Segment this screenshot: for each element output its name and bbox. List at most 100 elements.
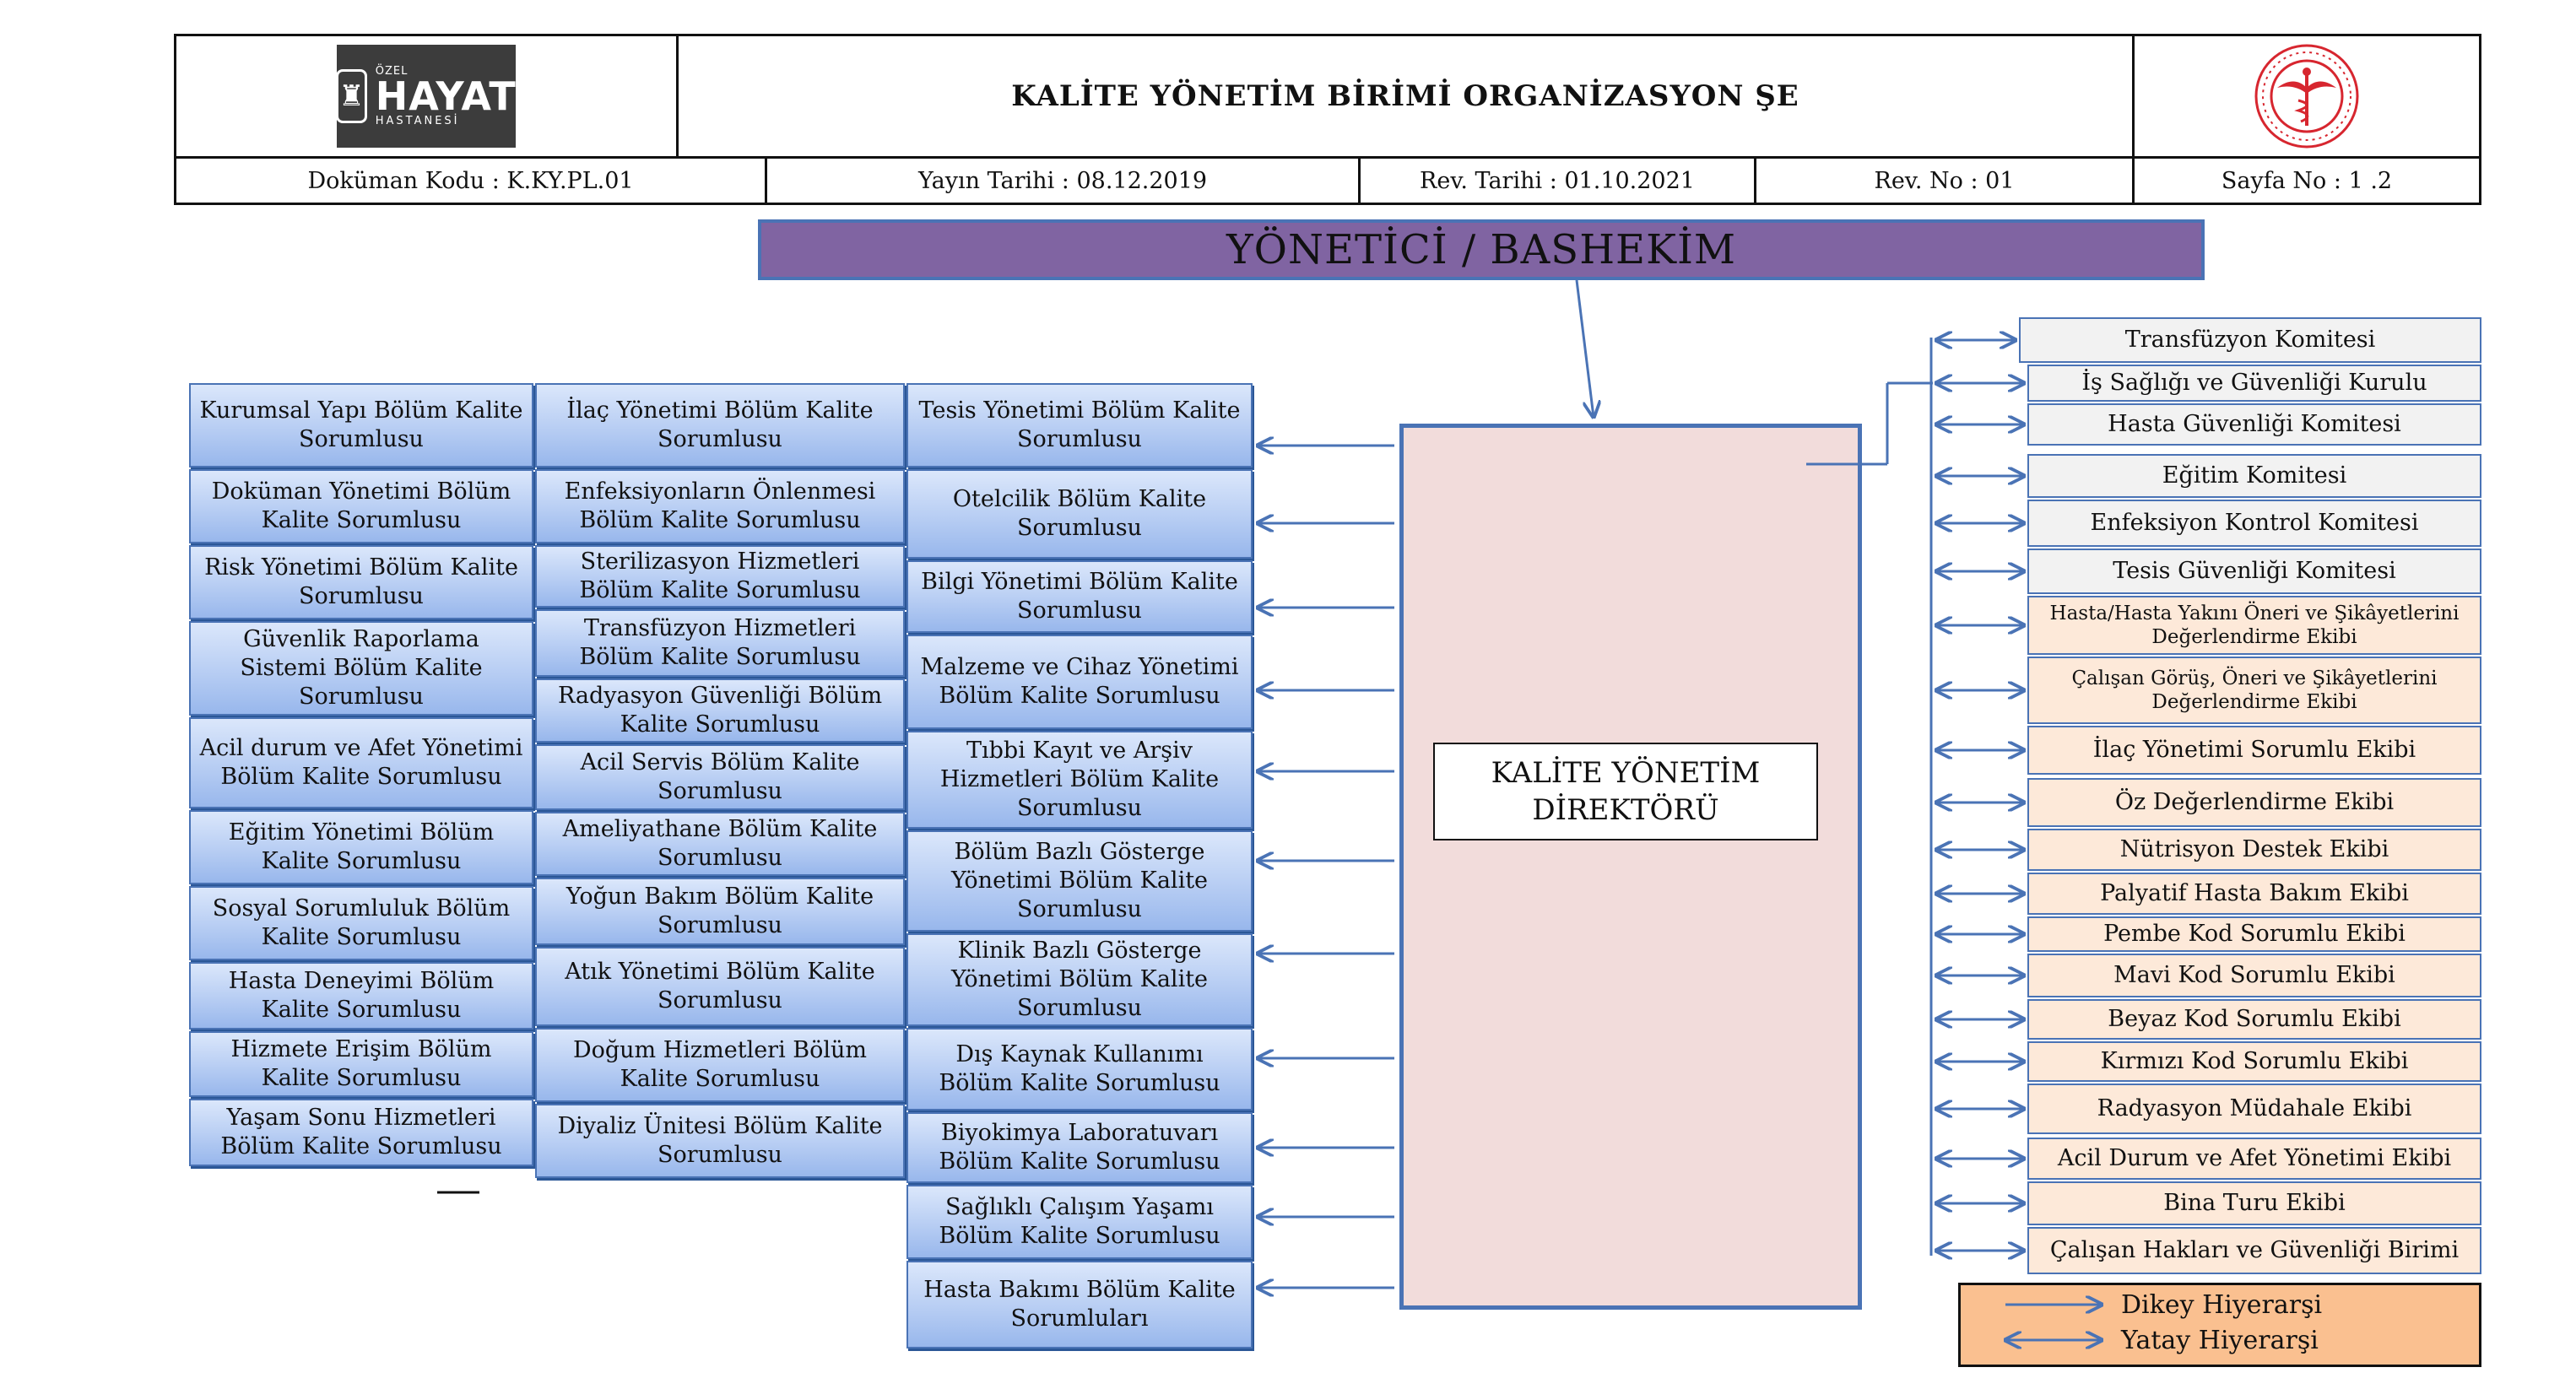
col1-box-label: Yaşam Sonu Hizmetleri Bölüm Kalite Sorum… xyxy=(220,1105,502,1159)
col1-box-label: Hasta Deneyimi Bölüm Kalite Sorumlusu xyxy=(228,968,495,1023)
col2-box-label: Enfeksiyonların Önlenmesi Bölüm Kalite S… xyxy=(564,478,876,533)
legend-vertical-label: Dikey Hiyerarşi xyxy=(2121,1290,2323,1320)
col1-box: Doküman Yönetimi Bölüm Kalite Sorumlusu xyxy=(189,469,533,543)
rev-no: Rev. No : 01 xyxy=(1874,167,2015,194)
committee-box-label: Acil Durum ve Afet Yönetimi Ekibi xyxy=(2057,1145,2452,1171)
committee-box: Enfeksiyon Kontrol Komitesi xyxy=(2027,500,2481,547)
col3-box: Klinik Bazlı Gösterge Yönetimi Bölüm Kal… xyxy=(906,933,1253,1026)
committee-box-label: Hasta/Hasta Yakını Öneri ve Şikâyetlerin… xyxy=(2049,603,2460,648)
doc-code: Doküman Kodu : K.KY.PL.01 xyxy=(307,167,634,194)
committee-box: Mavi Kod Sorumlu Ekibi xyxy=(2027,954,2481,997)
col1-box-label: Kurumsal Yapı Bölüm Kalite Sorumlusu xyxy=(199,397,523,452)
committee-box: Hasta Güvenliği Komitesi xyxy=(2027,403,2481,446)
col2-box-label: Doğum Hizmetleri Bölüm Kalite Sorumlusu xyxy=(572,1037,868,1092)
col3-box: Tıbbi Kayıt ve Arşiv Hizmetleri Bölüm Ka… xyxy=(906,731,1253,829)
col1-box: Hasta Deneyimi Bölüm Kalite Sorumlusu xyxy=(189,962,533,1030)
committee-box: Beyaz Kod Sorumlu Ekibi xyxy=(2027,999,2481,1040)
committee-box: Çalışan Görüş, Öneri ve Şikâyetlerini De… xyxy=(2027,657,2481,724)
col3-box-label: Bilgi Yönetimi Bölüm Kalite Sorumlusu xyxy=(921,569,1238,624)
title-cell: KALİTE YÖNETİM BİRİMİ ORGANİZASYON ŞE xyxy=(676,34,2135,159)
committee-box-label: Kırmızı Kod Sorumlu Ekibi xyxy=(2100,1048,2409,1074)
publish-date: Yayın Tarihi : 08.12.2019 xyxy=(917,167,1208,194)
committee-box-label: Tesis Güvenliği Komitesi xyxy=(2113,558,2396,584)
col2-box: Transfüzyon Hizmetleri Bölüm Kalite Soru… xyxy=(535,609,905,677)
col3-box-label: Biyokimya Laboratuvarı Bölüm Kalite Soru… xyxy=(939,1120,1220,1175)
committee-box-label: Pembe Kod Sorumlu Ekibi xyxy=(2103,921,2406,947)
col3-box-label: Tesis Yönetimi Bölüm Kalite Sorumlusu xyxy=(918,397,1241,452)
committee-box-label: Çalışan Hakları ve Güvenliği Birimi xyxy=(2049,1237,2460,1263)
logo-small-text: ÖZEL xyxy=(375,65,409,78)
ministry-emblem-icon xyxy=(2254,44,2359,149)
logo-emblem-icon: ♜ xyxy=(336,69,367,123)
committee-box-label: Nütrisyon Destek Ekibi xyxy=(2119,836,2389,862)
committee-box-label: Hasta Güvenliği Komitesi xyxy=(2108,411,2401,437)
col2-box: Acil Servis Bölüm Kalite Sorumlusu xyxy=(535,744,905,810)
col2-box: Enfeksiyonların Önlenmesi Bölüm Kalite S… xyxy=(535,469,905,543)
col1-box: Acil durum ve Afet Yönetimi Bölüm Kalite… xyxy=(189,717,533,808)
document-title: KALİTE YÖNETİM BİRİMİ ORGANİZASYON ŞE xyxy=(1011,79,1799,113)
col2-box: Yoğun Bakım Bölüm Kalite Sorumlusu xyxy=(535,878,905,945)
publish-date-cell: Yayın Tarihi : 08.12.2019 xyxy=(765,156,1361,205)
committee-box-label: Beyaz Kod Sorumlu Ekibi xyxy=(2108,1006,2401,1032)
committee-box-label: Transfüzyon Komitesi xyxy=(2124,327,2376,353)
col3-box: Otelcilik Bölüm Kalite Sorumlusu xyxy=(906,469,1253,559)
top-to-director-arrow xyxy=(1575,279,1594,417)
col2-box-label: Acil Servis Bölüm Kalite Sorumlusu xyxy=(580,749,860,804)
hospital-logo: ♜ ÖZEL HAYAT HASTANESİ xyxy=(336,45,516,148)
committee-box: Transfüzyon Komitesi xyxy=(2019,317,2481,363)
col1-box-label: Sosyal Sorumluluk Bölüm Kalite Sorumlusu xyxy=(212,895,511,950)
committee-box: Hasta/Hasta Yakını Öneri ve Şikâyetlerin… xyxy=(2027,596,2481,655)
col1-box: Risk Yönetimi Bölüm Kalite Sorumlusu xyxy=(189,545,533,619)
col3-box-label: Tıbbi Kayıt ve Arşiv Hizmetleri Bölüm Ka… xyxy=(939,738,1220,821)
top-node-label: YÖNETİCİ / BASHEKİM xyxy=(1226,226,1737,273)
committee-box: Nütrisyon Destek Ekibi xyxy=(2027,829,2481,871)
committee-box: Pembe Kod Sorumlu Ekibi xyxy=(2027,916,2481,952)
director-label: KALİTE YÖNETİM DİREKTÖRÜ xyxy=(1433,743,1818,840)
committee-box: Eğitim Komitesi xyxy=(2027,454,2481,498)
director-line-2: DİREKTÖRÜ xyxy=(1532,793,1719,827)
committee-box-label: İş Sağlığı ve Güvenliği Kurulu xyxy=(2081,370,2427,396)
col3-box-label: Bölüm Bazlı Gösterge Yönetimi Bölüm Kali… xyxy=(950,839,1209,922)
col2-box: Sterilizasyon Hizmetleri Bölüm Kalite So… xyxy=(535,545,905,608)
committee-box: Bina Turu Ekibi xyxy=(2027,1181,2481,1225)
col1-box-label: Eğitim Yönetimi Bölüm Kalite Sorumlusu xyxy=(228,819,495,874)
col3-box: Bilgi Yönetimi Bölüm Kalite Sorumlusu xyxy=(906,560,1253,633)
col3-box-label: Sağlıklı Çalışım Yaşamı Bölüm Kalite Sor… xyxy=(939,1194,1220,1249)
col1-box-label: Doküman Yönetimi Bölüm Kalite Sorumlusu xyxy=(211,478,511,533)
col3-box-label: Hasta Bakımı Bölüm Kalite Sorumluları xyxy=(923,1277,1236,1332)
col1-box: Eğitim Yönetimi Bölüm Kalite Sorumlusu xyxy=(189,810,533,884)
col3-box: Biyokimya Laboratuvarı Bölüm Kalite Soru… xyxy=(906,1112,1253,1183)
col2-box-label: Atık Yönetimi Bölüm Kalite Sorumlusu xyxy=(565,959,875,1013)
col3-box: Malzeme ve Cihaz Yönetimi Bölüm Kalite S… xyxy=(906,635,1253,729)
col1-box: Kurumsal Yapı Bölüm Kalite Sorumlusu xyxy=(189,383,533,468)
col2-box-label: Transfüzyon Hizmetleri Bölüm Kalite Soru… xyxy=(579,615,861,670)
director-line-1: KALİTE YÖNETİM xyxy=(1491,756,1761,790)
col2-box-label: Diyaliz Ünitesi Bölüm Kalite Sorumlusu xyxy=(557,1113,883,1168)
col3-box: Sağlıklı Çalışım Yaşamı Bölüm Kalite Sor… xyxy=(906,1185,1253,1259)
col1-box: Hizmete Erişim Bölüm Kalite Sorumlusu xyxy=(189,1031,533,1097)
committee-box: İlaç Yönetimi Sorumlu Ekibi xyxy=(2027,726,2481,775)
committee-box-label: Öz Değerlendirme Ekibi xyxy=(2114,789,2395,815)
committee-box: Çalışan Hakları ve Güvenliği Birimi xyxy=(2027,1227,2481,1274)
committee-box-label: Mavi Kod Sorumlu Ekibi xyxy=(2113,962,2395,988)
col2-box: Ameliyathane Bölüm Kalite Sorumlusu xyxy=(535,812,905,876)
col3-box-label: Malzeme ve Cihaz Yönetimi Bölüm Kalite S… xyxy=(920,654,1239,709)
rev-date-cell: Rev. Tarihi : 01.10.2021 xyxy=(1358,156,1756,205)
top-node-banner: YÖNETİCİ / BASHEKİM xyxy=(758,219,2205,280)
col2-box-label: Yoğun Bakım Bölüm Kalite Sorumlusu xyxy=(566,884,874,938)
rev-date: Rev. Tarihi : 01.10.2021 xyxy=(1420,167,1695,194)
col2-box: Atık Yönetimi Bölüm Kalite Sorumlusu xyxy=(535,947,905,1026)
col1-box-label: Risk Yönetimi Bölüm Kalite Sorumlusu xyxy=(204,554,518,609)
committee-box: Öz Değerlendirme Ekibi xyxy=(2027,778,2481,827)
doc-code-cell: Doküman Kodu : K.KY.PL.01 xyxy=(174,156,767,205)
director-panel xyxy=(1399,424,1862,1310)
committee-box-label: İlaç Yönetimi Sorumlu Ekibi xyxy=(2092,737,2416,763)
col2-box-label: Radyasyon Güvenliği Bölüm Kalite Sorumlu… xyxy=(557,683,883,738)
ministry-logo-cell xyxy=(2132,34,2481,159)
col2-box: Diyaliz Ünitesi Bölüm Kalite Sorumlusu xyxy=(535,1104,905,1178)
col2-box: İlaç Yönetimi Bölüm Kalite Sorumlusu xyxy=(535,383,905,468)
col1-box: Yaşam Sonu Hizmetleri Bölüm Kalite Sorum… xyxy=(189,1099,533,1166)
committee-box-label: Radyasyon Müdahale Ekibi xyxy=(2097,1095,2412,1121)
col1-box-label: Acil durum ve Afet Yönetimi Bölüm Kalite… xyxy=(199,735,523,790)
committee-box-label: Palyatif Hasta Bakım Ekibi xyxy=(2100,880,2409,906)
